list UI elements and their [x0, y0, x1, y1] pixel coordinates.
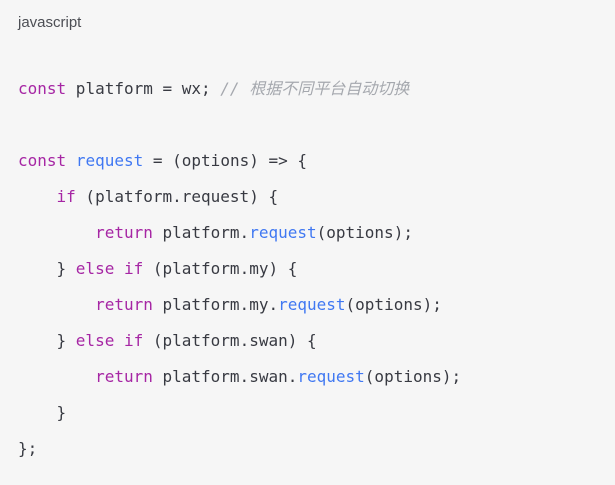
code-token-keyword: if: [123, 331, 144, 350]
code-token-plain: (platform.request) {: [75, 187, 279, 206]
code-token-plain: [18, 187, 57, 206]
code-token-plain: (options);: [345, 295, 442, 314]
code-line: return platform.swan.request(options);: [18, 359, 597, 395]
code-token-plain: [18, 367, 95, 386]
code-token-plain: (platform.my) {: [143, 259, 298, 278]
code-token-function: request: [297, 367, 365, 386]
code-token-keyword: else: [75, 259, 115, 278]
code-token-keyword: return: [95, 223, 153, 242]
code-token-comment: // 根据不同平台自动切换: [220, 79, 410, 98]
code-token-plain: [114, 259, 124, 278]
code-line: } else if (platform.swan) {: [18, 323, 597, 359]
code-token-plain: }: [18, 331, 76, 350]
code-token-keyword: return: [95, 295, 153, 314]
code-line: [18, 107, 597, 143]
code-token-plain: (options);: [316, 223, 413, 242]
code-token-plain: platform.swan.: [152, 367, 298, 386]
code-token-keyword: else: [75, 331, 115, 350]
code-line: return platform.request(options);: [18, 215, 597, 251]
code-token-plain: }: [18, 403, 67, 422]
code-token-plain: (platform.swan) {: [143, 331, 317, 350]
code-token-keyword: const: [18, 79, 67, 98]
code-token-plain: platform.my.: [152, 295, 279, 314]
code-token-plain: (options);: [364, 367, 462, 386]
code-token-plain: [114, 331, 124, 350]
code-line: return platform.my.request(options);: [18, 287, 597, 323]
code-token-keyword: return: [95, 367, 153, 386]
code-line: const platform = wx; // 根据不同平台自动切换: [18, 71, 597, 107]
code-line: };: [18, 431, 597, 467]
code-token-plain: [18, 295, 95, 314]
code-token-function: request: [278, 295, 346, 314]
code-token-plain: [66, 151, 76, 170]
code-token-plain: };: [18, 439, 38, 458]
code-token-function: request: [249, 223, 317, 242]
code-token-keyword: if: [123, 259, 144, 278]
code-token-plain: platform = wx;: [66, 79, 221, 98]
code-line: } else if (platform.my) {: [18, 251, 597, 287]
code-token-keyword: if: [56, 187, 76, 206]
code-token-plain: }: [18, 259, 76, 278]
code-token-plain: platform.: [152, 223, 250, 242]
code-token-function: request: [75, 151, 144, 170]
code-language-label: javascript: [18, 14, 82, 31]
code-token-plain: [18, 223, 95, 242]
code-token-keyword: const: [18, 151, 67, 170]
code-line: const request = (options) => {: [18, 143, 597, 179]
code-line: }: [18, 395, 597, 431]
code-content: const platform = wx; // 根据不同平台自动切换 const…: [0, 33, 615, 467]
code-token-plain: = (options) => {: [143, 151, 308, 170]
code-line: if (platform.request) {: [18, 179, 597, 215]
